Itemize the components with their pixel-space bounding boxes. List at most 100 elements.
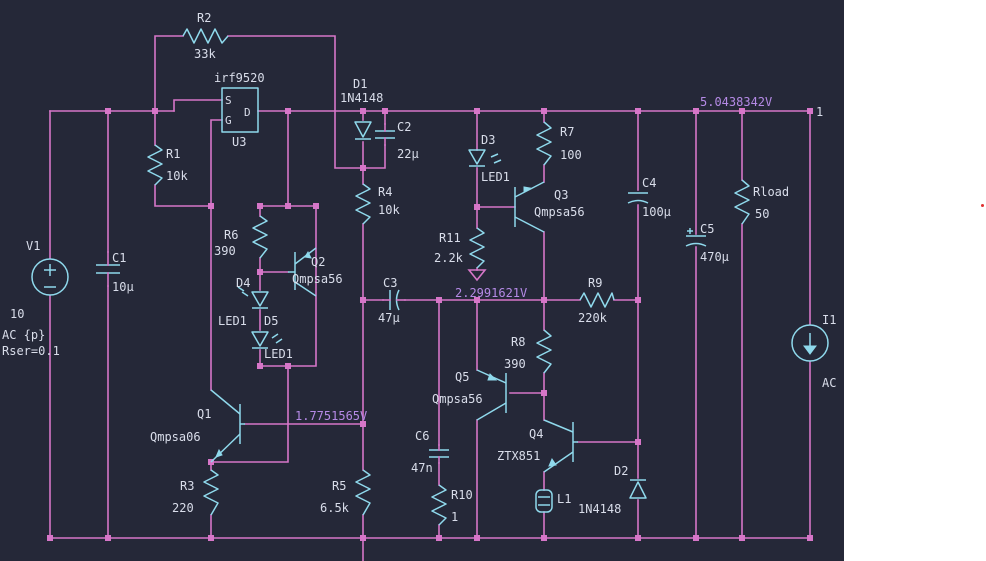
current-source-i1[interactable]: I1 AC bbox=[791, 313, 836, 390]
c2-value: 22µ bbox=[397, 147, 419, 161]
c4-ref: C4 bbox=[642, 176, 656, 190]
r2-ref: R2 bbox=[197, 11, 211, 25]
r4-ref: R4 bbox=[378, 185, 392, 199]
r3-value: 220 bbox=[172, 501, 194, 515]
led-d3[interactable]: D3 LED1 bbox=[468, 133, 510, 184]
r7-ref: R7 bbox=[560, 125, 574, 139]
led-d4[interactable]: D4 LED1 bbox=[218, 276, 269, 328]
capacitor-c1[interactable]: C1 10µ bbox=[96, 251, 134, 294]
schematic-canvas[interactable]: V1 10 AC {p} Rser=0.1 C1 10µ R2 33k R1 1… bbox=[0, 0, 844, 561]
d1-ref: D1 bbox=[353, 77, 367, 91]
resistor-r7[interactable]: R7 100 bbox=[536, 121, 582, 166]
transistor-q4[interactable]: Q4 ZTX851 bbox=[497, 419, 578, 473]
v1-ac: AC {p} bbox=[2, 328, 45, 342]
i1-ref: I1 bbox=[822, 313, 836, 327]
q2-ref: Q2 bbox=[311, 255, 325, 269]
transistor-q1[interactable]: Q1 Qmpsa06 bbox=[150, 389, 245, 463]
q5-ref: Q5 bbox=[455, 370, 469, 384]
capacitor-c6[interactable]: C6 47n bbox=[411, 429, 449, 475]
led-d5[interactable]: D5 LED1 bbox=[251, 314, 293, 361]
voltage-source-v1[interactable]: V1 10 AC {p} Rser=0.1 bbox=[2, 239, 69, 358]
r9-value: 220k bbox=[578, 311, 608, 325]
ground-symbol bbox=[467, 269, 487, 282]
d2-model: 1N4148 bbox=[578, 502, 621, 516]
q3-ref: Q3 bbox=[554, 188, 568, 202]
r1-ref: R1 bbox=[166, 147, 180, 161]
circuit-diagram[interactable]: V1 10 AC {p} Rser=0.1 C1 10µ R2 33k R1 1… bbox=[0, 0, 844, 561]
d5-model: LED1 bbox=[264, 347, 293, 361]
diode-d1[interactable]: D1 1N4148 bbox=[340, 77, 383, 140]
v1-value: 10 bbox=[10, 307, 24, 321]
c2-ref: C2 bbox=[397, 120, 411, 134]
r10-value: 1 bbox=[451, 510, 458, 524]
rload-ref: Rload bbox=[753, 185, 789, 199]
junction-nodes bbox=[47, 108, 813, 541]
u3-pin-s: S bbox=[225, 94, 232, 107]
cursor-dot bbox=[981, 204, 984, 207]
c1-ref: C1 bbox=[112, 251, 126, 265]
d5-ref: D5 bbox=[264, 314, 278, 328]
d3-ref: D3 bbox=[481, 133, 495, 147]
r2-value: 33k bbox=[194, 47, 216, 61]
r5-ref: R5 bbox=[332, 479, 346, 493]
r6-value: 390 bbox=[214, 244, 236, 258]
v1-ref: V1 bbox=[26, 239, 40, 253]
node-voltage-mid: 2.2991621V bbox=[455, 286, 527, 300]
u3-pin-d: D bbox=[244, 106, 251, 119]
c5-value: 470µ bbox=[700, 250, 729, 264]
resistor-r4[interactable]: R4 10k bbox=[355, 183, 400, 225]
r10-ref: R10 bbox=[451, 488, 473, 502]
d4-model: LED1 bbox=[218, 314, 247, 328]
transistor-q3[interactable]: Q3 Qmpsa56 bbox=[514, 181, 585, 233]
capacitor-c4[interactable]: C4 100µ bbox=[627, 176, 671, 219]
r11-ref: R11 bbox=[439, 231, 461, 245]
d3-model: LED1 bbox=[481, 170, 510, 184]
c5-ref: C5 bbox=[700, 222, 714, 236]
resistor-r5[interactable]: R5 6.5k bbox=[320, 469, 371, 516]
q2-model: Qmpsa56 bbox=[292, 272, 343, 286]
capacitor-c5[interactable]: C5 470µ bbox=[685, 222, 729, 264]
transistor-q5[interactable]: Q5 Qmpsa56 bbox=[432, 369, 507, 421]
r8-value: 390 bbox=[504, 357, 526, 371]
resistor-r3[interactable]: R3 220 bbox=[172, 469, 219, 516]
capacitor-c2[interactable]: C2 22µ bbox=[375, 120, 419, 161]
q3-model: Qmpsa56 bbox=[534, 205, 585, 219]
transistor-q2[interactable]: Q2 Qmpsa56 bbox=[288, 247, 343, 297]
l1-ref: L1 bbox=[557, 492, 571, 506]
resistor-r6[interactable]: R6 390 bbox=[214, 215, 268, 259]
c4-value: 100µ bbox=[642, 205, 671, 219]
i1-value: AC bbox=[822, 376, 836, 390]
v1-rser: Rser=0.1 bbox=[2, 344, 60, 358]
d1-model: 1N4148 bbox=[340, 91, 383, 105]
c6-ref: C6 bbox=[415, 429, 429, 443]
c3-value: 47µ bbox=[378, 311, 400, 325]
u3-ref: U3 bbox=[232, 135, 246, 149]
capacitor-c3[interactable]: C3 47µ bbox=[378, 276, 406, 325]
resistor-rload[interactable]: Rload 50 bbox=[734, 179, 789, 225]
resistor-r11[interactable]: R11 2.2k bbox=[434, 227, 485, 269]
r7-value: 100 bbox=[560, 148, 582, 162]
r1-value: 10k bbox=[166, 169, 188, 183]
resistor-r8[interactable]: R8 390 bbox=[504, 329, 552, 374]
resistor-r9[interactable]: R9 220k bbox=[578, 276, 615, 325]
c3-ref: C3 bbox=[383, 276, 397, 290]
mosfet-u3[interactable]: S G D irf9520 U3 bbox=[214, 71, 265, 149]
d4-ref: D4 bbox=[236, 276, 250, 290]
resistor-r10[interactable]: R10 1 bbox=[431, 484, 473, 526]
resistor-r1[interactable]: R1 10k bbox=[147, 144, 188, 186]
port-label-output: 1 bbox=[816, 105, 823, 119]
q1-model: Qmpsa06 bbox=[150, 430, 201, 444]
inductor-l1[interactable]: L1 bbox=[535, 489, 571, 513]
q4-model: ZTX851 bbox=[497, 449, 540, 463]
u3-model: irf9520 bbox=[214, 71, 265, 85]
r8-ref: R8 bbox=[511, 335, 525, 349]
q4-ref: Q4 bbox=[529, 427, 543, 441]
resistor-r2[interactable]: R2 33k bbox=[182, 11, 229, 61]
q5-model: Qmpsa56 bbox=[432, 392, 483, 406]
r11-value: 2.2k bbox=[434, 251, 464, 265]
node-voltage-output: 5.0438342V bbox=[700, 95, 772, 109]
diode-d2[interactable]: D2 1N4148 bbox=[578, 464, 647, 516]
c6-value: 47n bbox=[411, 461, 433, 475]
r9-ref: R9 bbox=[588, 276, 602, 290]
node-voltage-base: 1.7751565V bbox=[295, 409, 367, 423]
